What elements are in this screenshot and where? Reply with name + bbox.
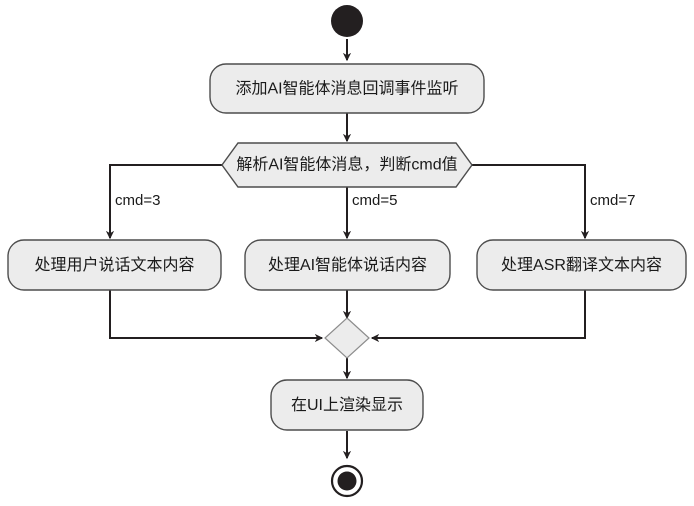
node-action-asr-translation-label: 处理ASR翻译文本内容	[501, 256, 662, 274]
edge-user-to-merge	[109, 290, 324, 343]
merge-node	[324, 317, 370, 359]
end-node	[330, 464, 364, 498]
start-node	[331, 5, 363, 37]
edge-label-cmd7: cmd=7	[590, 192, 635, 209]
edge-asr-to-merge	[370, 290, 586, 343]
edge-label-cmd3: cmd=3	[115, 192, 160, 209]
node-action-add-listener[interactable]: 添加AI智能体消息回调事件监听	[209, 63, 485, 114]
node-action-render-ui[interactable]: 在UI上渲染显示	[270, 379, 424, 431]
edge-decision-to-asr	[472, 164, 590, 240]
node-action-asr-translation[interactable]: 处理ASR翻译文本内容	[476, 239, 687, 291]
node-action-agent-speech-label: 处理AI智能体说话内容	[268, 256, 427, 274]
node-action-user-speech[interactable]: 处理用户说话文本内容	[7, 239, 222, 291]
node-decision-parse-cmd-label: 解析AI智能体消息，判断cmd值	[236, 156, 457, 174]
node-action-render-ui-label: 在UI上渲染显示	[291, 396, 403, 414]
node-action-agent-speech[interactable]: 处理AI智能体说话内容	[244, 239, 451, 291]
node-decision-parse-cmd[interactable]: 解析AI智能体消息，判断cmd值	[221, 142, 473, 188]
node-action-add-listener-label: 添加AI智能体消息回调事件监听	[235, 80, 458, 98]
edge-decision-to-user	[105, 164, 222, 240]
node-action-user-speech-label: 处理用户说话文本内容	[34, 256, 194, 274]
edge-label-cmd5: cmd=5	[352, 192, 397, 209]
